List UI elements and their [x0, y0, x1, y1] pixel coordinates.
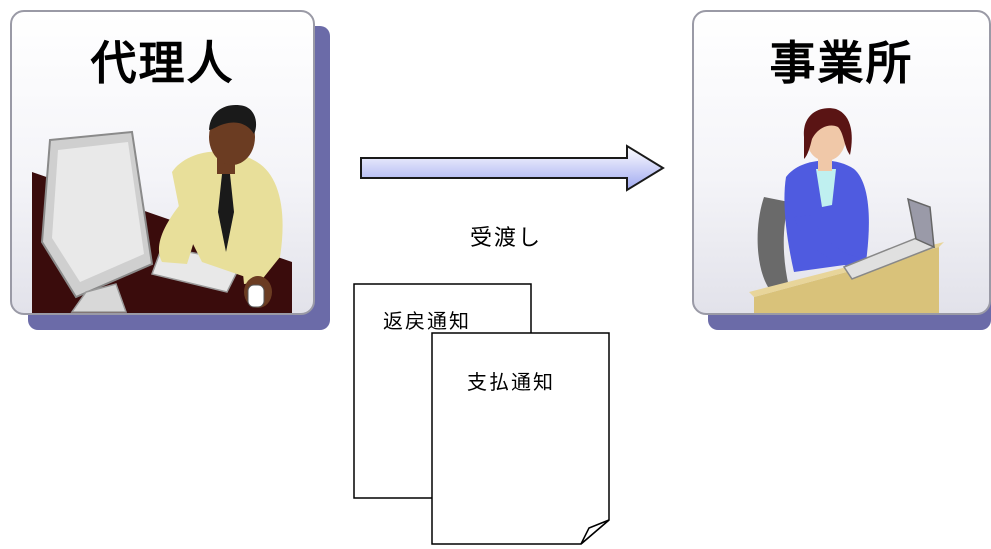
transfer-label: 受渡し [470, 226, 543, 251]
agent-title: 代理人 [90, 36, 235, 90]
man-at-computer-icon [32, 105, 292, 313]
right-arrow-icon [360, 144, 665, 192]
woman-at-laptop-icon [749, 108, 944, 313]
office-title: 事業所 [769, 36, 914, 90]
office-panel: 事業所 [692, 10, 991, 315]
document-page-folded-icon [431, 332, 610, 545]
agent-panel: 代理人 [10, 10, 315, 315]
document-payment-notice: 支払通知 [431, 332, 611, 549]
document-label-payment: 支払通知 [467, 370, 555, 394]
document-label-return: 返戻通知 [383, 309, 471, 333]
